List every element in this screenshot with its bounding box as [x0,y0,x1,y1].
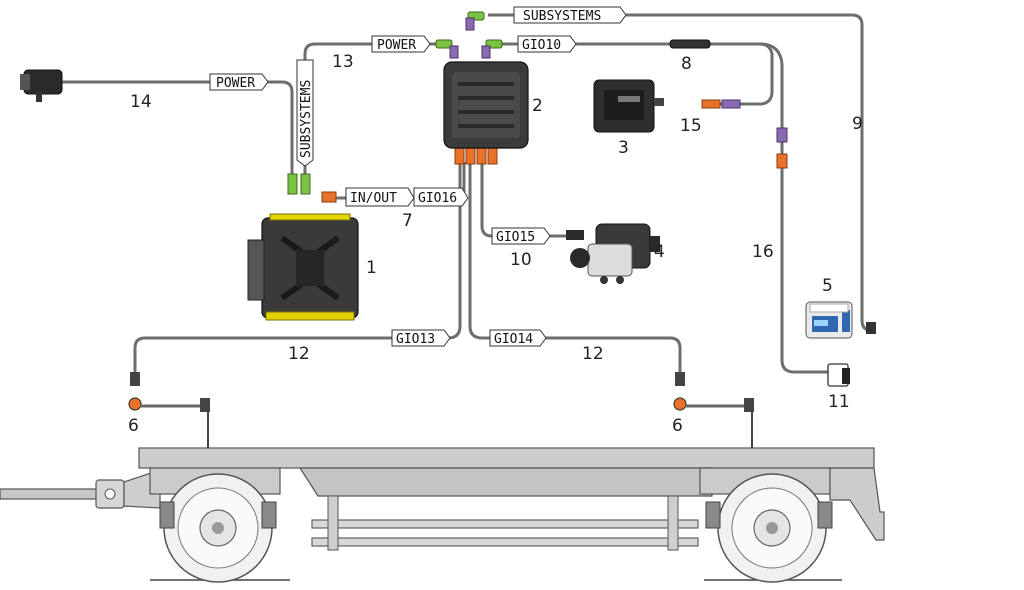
tag-power-top-text: POWER [377,38,416,53]
end-plug-icon [866,322,876,334]
tag-subsystems-vertical-text: SUBSYSTEMS [299,80,314,158]
callout-12-right: 12 [582,344,604,364]
tag-power-left: POWER [209,73,269,91]
callout-14: 14 [130,92,152,112]
callout-2: 2 [532,96,543,116]
brake-valve-icon [566,223,660,284]
height-sensor-right-icon [673,397,754,448]
rear-wheel [705,473,833,583]
callout-15: 15 [680,116,702,136]
callout-13: 13 [332,52,354,72]
callout-12-left: 12 [288,344,310,364]
callout-10: 10 [510,250,532,270]
callout-5: 5 [822,276,833,296]
tag-gio10: GIO10 [517,35,577,53]
tag-gio15-text: GIO15 [496,230,535,245]
tag-gio14-text: GIO14 [494,332,533,347]
tag-in-out-text: IN/OUT [350,191,397,206]
tag-gio14: GIO14 [489,329,547,347]
controller-unit-icon [593,79,664,133]
callout-3: 3 [618,138,629,158]
main-control-module-icon [247,213,359,321]
callout-1: 1 [366,258,377,278]
tag-power-left-text: POWER [216,76,255,91]
tag-gio13-text: GIO13 [396,332,435,347]
callout-9: 9 [852,114,863,134]
callout-16: 16 [752,242,774,262]
tag-subsystems-vertical: SUBSYSTEMS [296,59,314,167]
tag-gio16: GIO16 [413,187,469,207]
front-wheel [159,473,277,583]
tag-subsystems-top-text: SUBSYSTEMS [523,9,601,24]
tag-gio13: GIO13 [391,329,451,347]
callout-11: 11 [828,392,850,412]
tag-gio10-text: GIO10 [522,38,561,53]
callout-6-left: 6 [128,416,139,436]
tag-subsystems-top: SUBSYSTEMS [513,6,627,24]
callout-8: 8 [681,54,692,74]
tag-power-top: POWER [371,35,431,53]
power-plug-icon [20,69,63,102]
display-unit-icon [805,301,853,339]
switch-icon [827,363,850,387]
callout-7: 7 [402,211,413,231]
height-sensor-left-icon [128,397,210,448]
tag-in-out: IN/OUT [345,187,415,207]
callout-4: 4 [654,242,665,262]
tag-gio16-text: GIO16 [418,191,457,206]
connectors [130,11,788,386]
tag-gio15: GIO15 [491,227,551,245]
junction-module-icon [443,61,529,149]
callout-6-right: 6 [672,416,683,436]
